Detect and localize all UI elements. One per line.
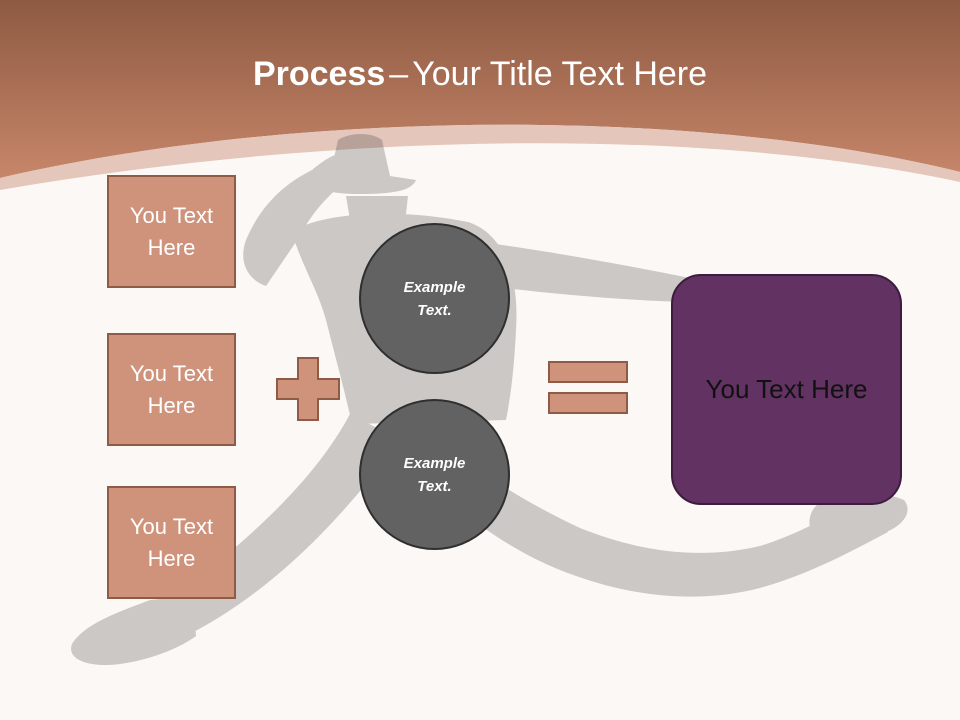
dancer-head — [346, 196, 408, 243]
header-swoosh — [0, 124, 960, 190]
example-circle-2: Example Text. — [359, 399, 510, 550]
input-box-label: You Text Here — [129, 202, 214, 260]
title-rest: Your Title Text Here — [412, 55, 708, 93]
input-box-1: You Text Here — [107, 175, 236, 288]
dancer-left-leg — [410, 420, 888, 597]
title-separator: – — [389, 55, 409, 93]
circle-label: Example Text. — [403, 454, 466, 495]
equals-icon — [548, 361, 628, 414]
result-box: You Text Here — [671, 274, 902, 505]
dancer-right-shoe — [809, 494, 908, 542]
circle-label: Example Text. — [403, 278, 466, 319]
dancer-raised-arm — [243, 150, 360, 286]
header-band — [0, 0, 960, 178]
input-box-label: You Text Here — [129, 513, 214, 571]
input-box-2: You Text Here — [107, 333, 236, 446]
input-box-label: You Text Here — [129, 360, 214, 418]
title-bold: Process — [252, 55, 386, 93]
input-box-3: You Text Here — [107, 486, 236, 599]
result-label: You Text Here — [705, 374, 868, 404]
dancer-extended-arm — [468, 240, 690, 302]
example-circle-1: Example Text. — [359, 223, 510, 374]
dancer-left-shoe — [71, 598, 196, 666]
plus-icon — [276, 357, 340, 421]
dancer-hat — [316, 134, 416, 194]
slide-title: Process–Your Title Text Here — [0, 52, 960, 96]
